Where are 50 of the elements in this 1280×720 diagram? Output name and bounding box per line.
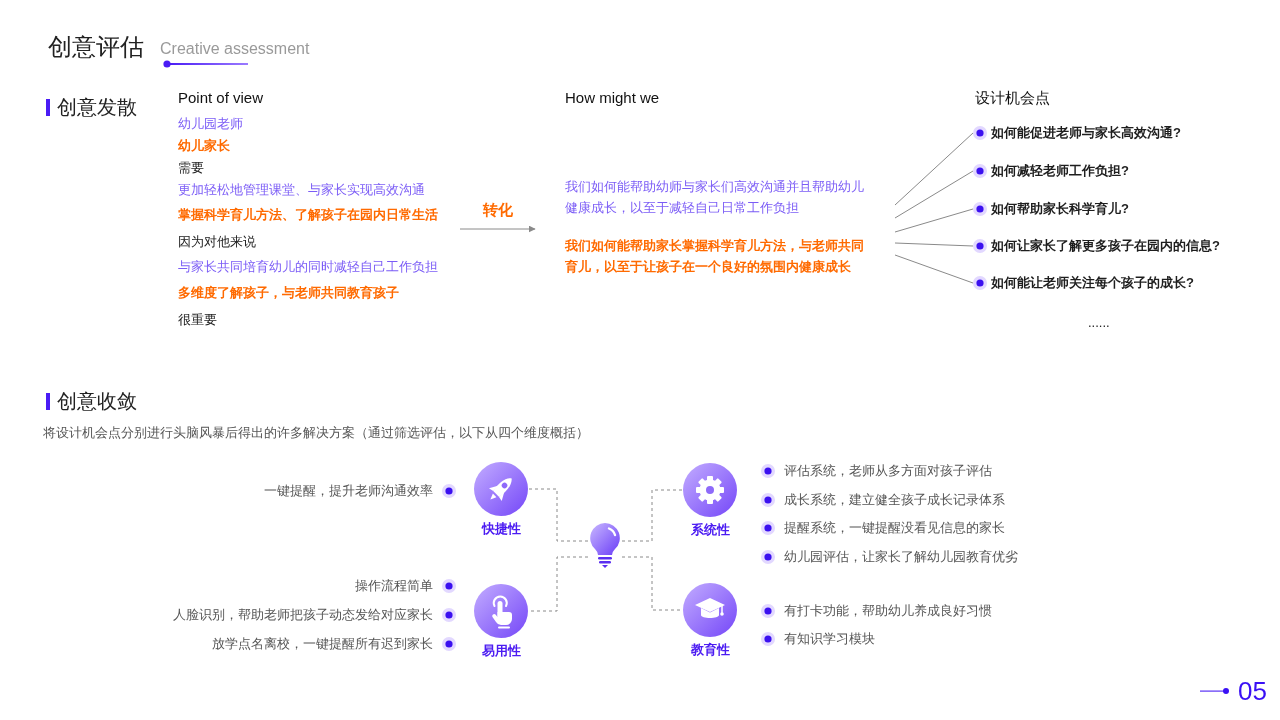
phrase-text: 很重要 [178,311,217,329]
connector-line [894,208,974,233]
lightbulb-icon [588,522,622,568]
arrow [459,225,536,233]
persona-text: 幼儿家长 [178,137,230,155]
opportunity-text: 如何减轻老师工作负担? [991,162,1129,180]
question-text: 我们如何能帮助家长掌握科学育儿方法，与老师共同育儿，以至于让孩子在一个良好的氛围内健康成长 [565,237,865,276]
opportunity-text: 如何帮助家长科学育儿? [991,200,1129,218]
solution-text: 操作流程简单 [355,577,433,595]
category-label: 易用性 [481,643,521,659]
dashed-connector [621,489,684,542]
connector-line [894,242,974,247]
reason-text: 与家长共同培育幼儿的同时减轻自己工作负担 [178,258,438,276]
page-subtitle: Creative assessment [160,39,310,59]
solution-text: 评估系统，老师从多方面对孩子评估 [784,462,992,480]
solution-text: 幼儿园评估，让家长了解幼儿园教育优劣 [784,548,1018,566]
solution-text: 一键提醒，提升老师沟通效率 [264,482,433,500]
category-label: 快捷性 [481,521,521,537]
opportunity-text: 如何让家长了解更多孩子在园内的信息? [991,237,1220,255]
page-title: 创意评估 [48,32,144,62]
solution-text: 放学点名离校，一键提醒所有迟到家长 [212,635,433,653]
connector-line [894,132,974,206]
solution-text: 有知识学习模块 [784,630,875,648]
ellipsis-text: ...... [1088,313,1110,331]
dashed-connector [527,488,589,542]
opportunity-text: 如何能促进老师与家长高效沟通? [991,124,1181,142]
phrase-text: 需要 [178,159,204,177]
column-heading: Point of view [178,87,264,107]
column-heading: 设计机会点 [975,87,1050,107]
edge-label: 转化 [480,200,515,220]
page-number: 05 [1238,676,1267,706]
category-label: 教育性 [690,642,730,658]
section-heading: 创意发散 [57,95,137,119]
solution-text: 有打卡功能，帮助幼儿养成良好习惯 [784,602,992,620]
question-text: 我们如何能帮助幼师与家长们高效沟通并且帮助幼儿健康成长，以至于减轻自己日常工作负担 [565,178,865,217]
column-heading: How might we [565,87,660,107]
opportunity-text: 如何能让老师关注每个孩子的成长? [991,274,1194,292]
need-text: 掌握科学育儿方法、了解孩子在园内日常生活 [178,206,438,224]
persona-text: 幼儿园老师 [178,115,243,133]
need-text: 更加轻松地管理课堂、与家长实现高效沟通 [178,181,425,199]
solution-text: 人脸识别，帮助老师把孩子动态发给对应家长 [173,606,433,624]
connector-line [894,254,974,284]
section-heading: 创意收敛 [57,389,137,413]
connector-line [894,170,974,219]
solution-text: 提醒系统，一键提醒没看见信息的家长 [784,519,1005,537]
reason-text: 多维度了解孩子，与老师共同教育孩子 [178,284,399,302]
category-label: 系统性 [690,522,730,538]
phrase-text: 因为对他来说 [178,233,256,251]
description-text: 将设计机会点分别进行头脑风暴后得出的许多解决方案（通过筛选评估，以下从四个维度概括） [43,423,589,441]
solution-text: 成长系统，建立健全孩子成长记录体系 [784,491,1005,509]
